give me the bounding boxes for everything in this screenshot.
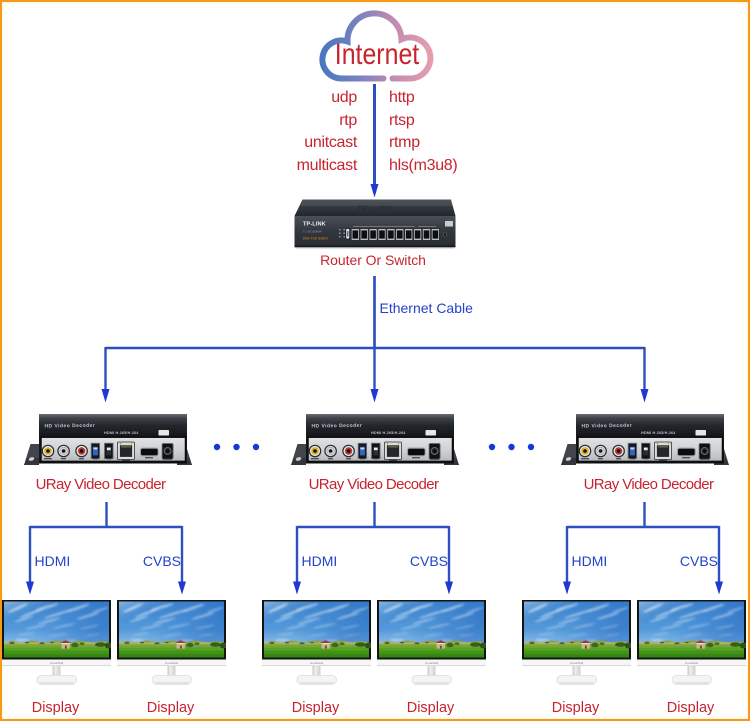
svg-text:TP-LINK: TP-LINK	[357, 206, 393, 213]
svg-text:8GE PoE Switch: 8GE PoE Switch	[303, 237, 328, 241]
svg-text:TL-SG1008MP: TL-SG1008MP	[303, 230, 322, 234]
svg-text:TP-LINK: TP-LINK	[303, 222, 326, 228]
